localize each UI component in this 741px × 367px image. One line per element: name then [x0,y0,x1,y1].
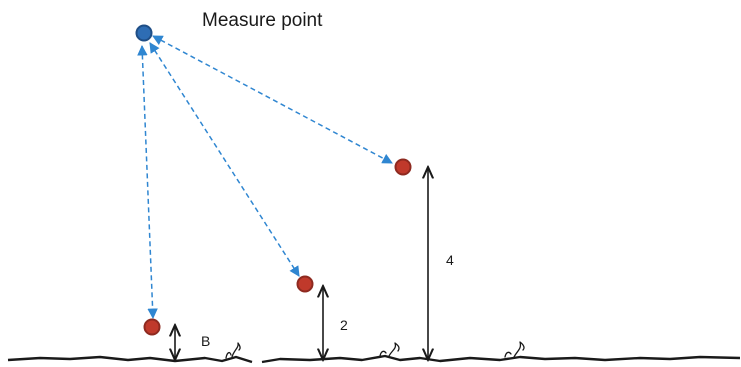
ground-line [7,354,741,364]
ray-to-target-4 [152,35,393,164]
measurement-rays [137,35,393,320]
diagram-title: Measure point [202,10,323,31]
height-label-2: 2 [340,317,348,333]
grass-tuft-icon [225,342,241,359]
height-dimensions [175,167,428,360]
grass-tuft-icon [504,341,525,358]
height-label-4: 4 [446,252,454,268]
target-point-2 [296,275,314,293]
grass-tufts [225,341,525,359]
measure-point-icon [135,24,153,42]
grass-tuft-icon [379,342,400,357]
ray-to-target-2 [149,42,300,277]
target-point-4 [394,158,412,176]
height-label-b: B [201,333,210,349]
ray-to-target-b [137,44,158,320]
target-point-b [143,318,161,336]
